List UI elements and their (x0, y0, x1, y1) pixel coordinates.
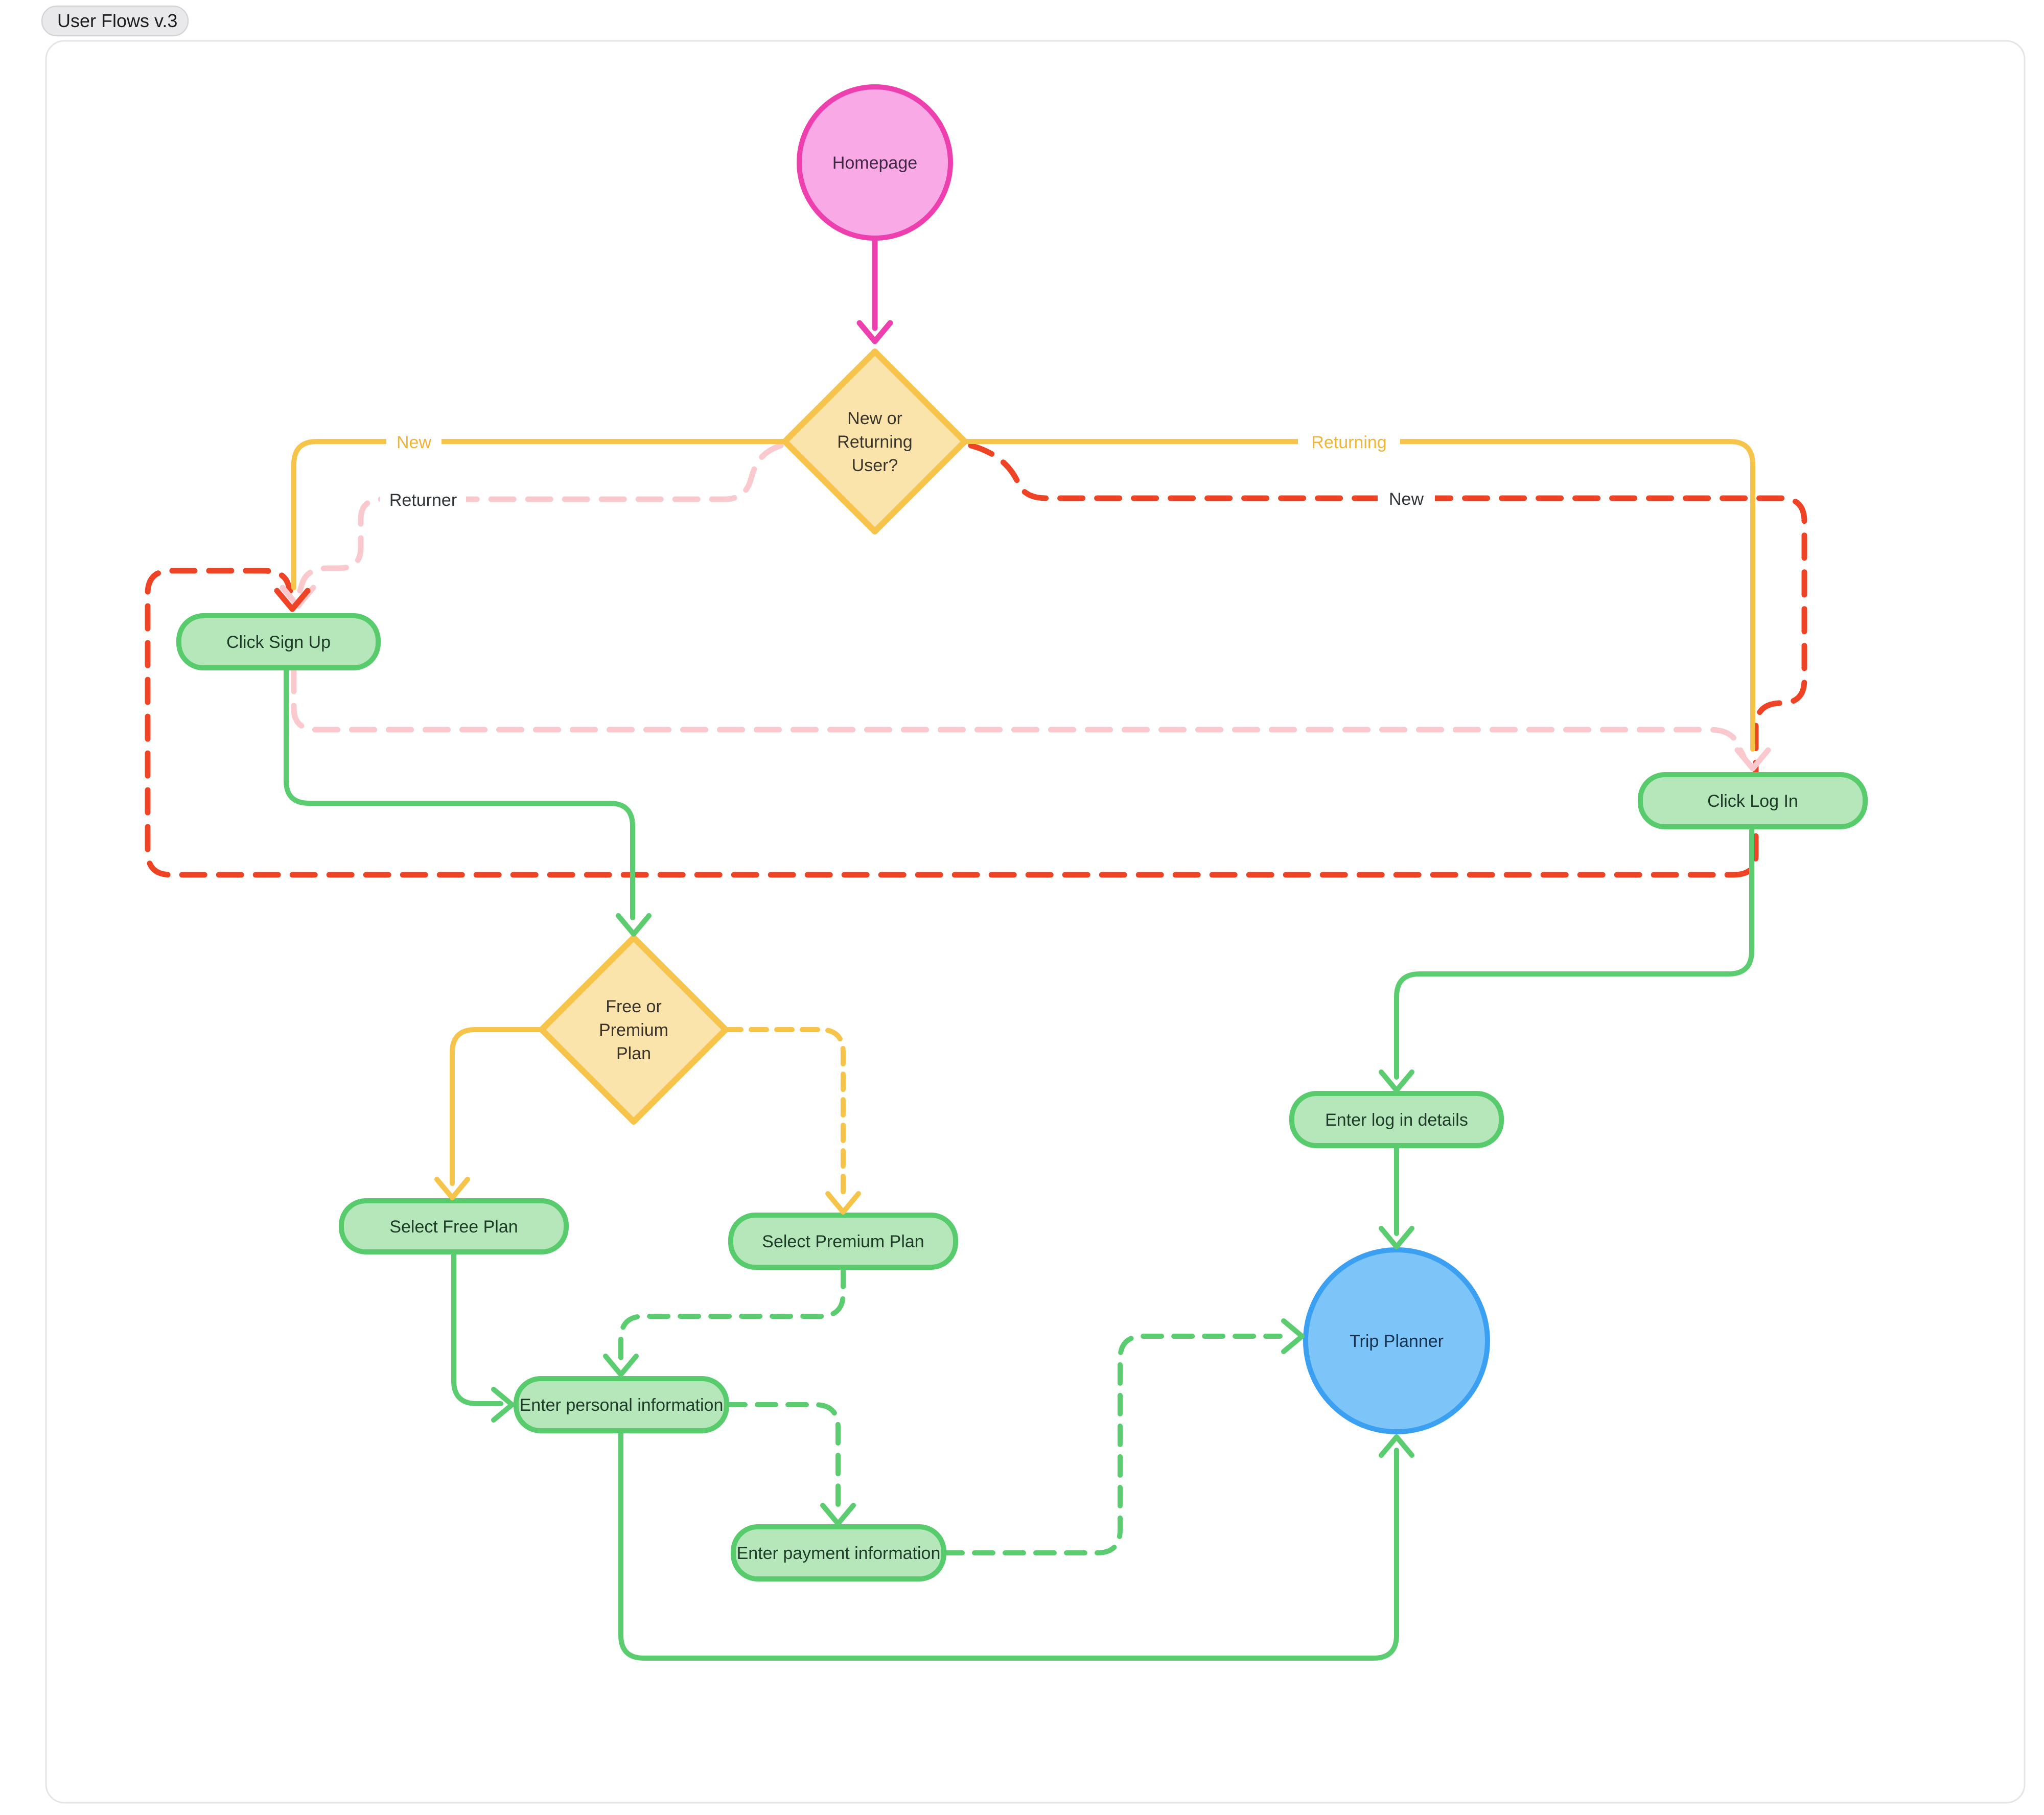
svg-text:Enter personal information: Enter personal information (520, 1395, 724, 1415)
arrowhead-yellow-premium (825, 1191, 861, 1215)
svg-text:Select Free Plan: Select Free Plan (389, 1217, 518, 1237)
title-badge[interactable]: User Flows v.3 (41, 5, 189, 37)
edge-new-red-loop (145, 443, 1807, 878)
node-homepage[interactable]: Homepage (797, 84, 953, 241)
node-trip-planner[interactable]: Trip Planner (1303, 1247, 1490, 1434)
svg-text:Homepage: Homepage (832, 153, 917, 173)
edge-label-returner-pink: Returner (380, 486, 466, 514)
node-decision-free-or-premium[interactable]: Free or Premium Plan (539, 935, 729, 1125)
node-select-premium-plan[interactable]: Select Premium Plan (728, 1213, 958, 1270)
arrowhead-green-personal-top (603, 1354, 639, 1377)
svg-text:Enter log in details: Enter log in details (1325, 1110, 1468, 1130)
svg-text:Trip Planner: Trip Planner (1350, 1332, 1444, 1351)
edge-payment-to-planner (941, 1334, 1283, 1555)
edge-label-new-red: New (1378, 485, 1435, 513)
edge-premium-to-personal (618, 1266, 846, 1362)
svg-text:Returning: Returning (837, 432, 912, 452)
arrowhead-green-planner-left (1281, 1318, 1305, 1354)
svg-text:Enter payment information: Enter payment information (737, 1544, 941, 1563)
edge-personal-to-payment (724, 1402, 841, 1513)
node-enter-payment-information[interactable]: Enter payment information (731, 1524, 946, 1581)
node-click-sign-up[interactable]: Click Sign Up (176, 613, 381, 670)
node-decision-new-or-returning[interactable]: New or Returning User? (782, 348, 968, 534)
edge-personal-to-planner (618, 1429, 1399, 1661)
arrowhead-green-planner-bottom (1379, 1434, 1414, 1458)
edge-login-to-details (1394, 825, 1754, 1080)
arrowhead-green-personal-left (491, 1387, 515, 1423)
edge-returner-pink-upper (297, 443, 784, 594)
arrowhead-magenta-down (856, 320, 893, 344)
edge-plan-to-premium (723, 1027, 846, 1201)
svg-text:Click Log In: Click Log In (1707, 792, 1798, 811)
node-click-log-in[interactable]: Click Log In (1638, 772, 1868, 829)
arrowhead-pink-login (1734, 747, 1771, 772)
svg-text:Click Sign Up: Click Sign Up (226, 633, 331, 652)
node-enter-log-in-details[interactable]: Enter log in details (1289, 1091, 1504, 1148)
edge-new-yellow (291, 439, 785, 590)
svg-text:Returning: Returning (1311, 433, 1386, 452)
edge-returner-pink-lower (291, 666, 1747, 759)
edge-returning-yellow (964, 439, 1755, 752)
svg-text:Select Premium Plan: Select Premium Plan (762, 1232, 924, 1251)
svg-text:Plan: Plan (616, 1044, 651, 1063)
svg-text:Premium: Premium (599, 1020, 668, 1040)
svg-text:New: New (1389, 490, 1424, 509)
svg-text:User?: User? (852, 456, 898, 475)
arrowhead-green-planner-top (1379, 1226, 1414, 1249)
svg-text:User Flows v.3: User Flows v.3 (57, 10, 177, 31)
arrowhead-green-payment-top (820, 1503, 856, 1526)
arrowhead-yellow-free (434, 1177, 470, 1200)
arrowhead-red-signup (274, 588, 311, 612)
svg-text:New or: New or (847, 409, 902, 428)
node-select-free-plan[interactable]: Select Free Plan (339, 1198, 569, 1254)
edge-signup-to-plan (284, 666, 635, 920)
edge-label-new-yellow: New (386, 428, 442, 456)
edge-label-returning-yellow: Returning (1298, 428, 1400, 456)
edge-free-to-personal (451, 1250, 503, 1406)
svg-text:Free or: Free or (606, 997, 662, 1016)
svg-text:Returner: Returner (389, 491, 457, 510)
arrowhead-green-details-top (1379, 1069, 1414, 1093)
svg-text:New: New (397, 433, 431, 452)
node-enter-personal-information[interactable]: Enter personal information (514, 1376, 729, 1433)
edge-plan-to-free (450, 1027, 544, 1186)
arrowhead-green-plan (616, 913, 652, 937)
canvas-frame (45, 40, 2026, 1804)
